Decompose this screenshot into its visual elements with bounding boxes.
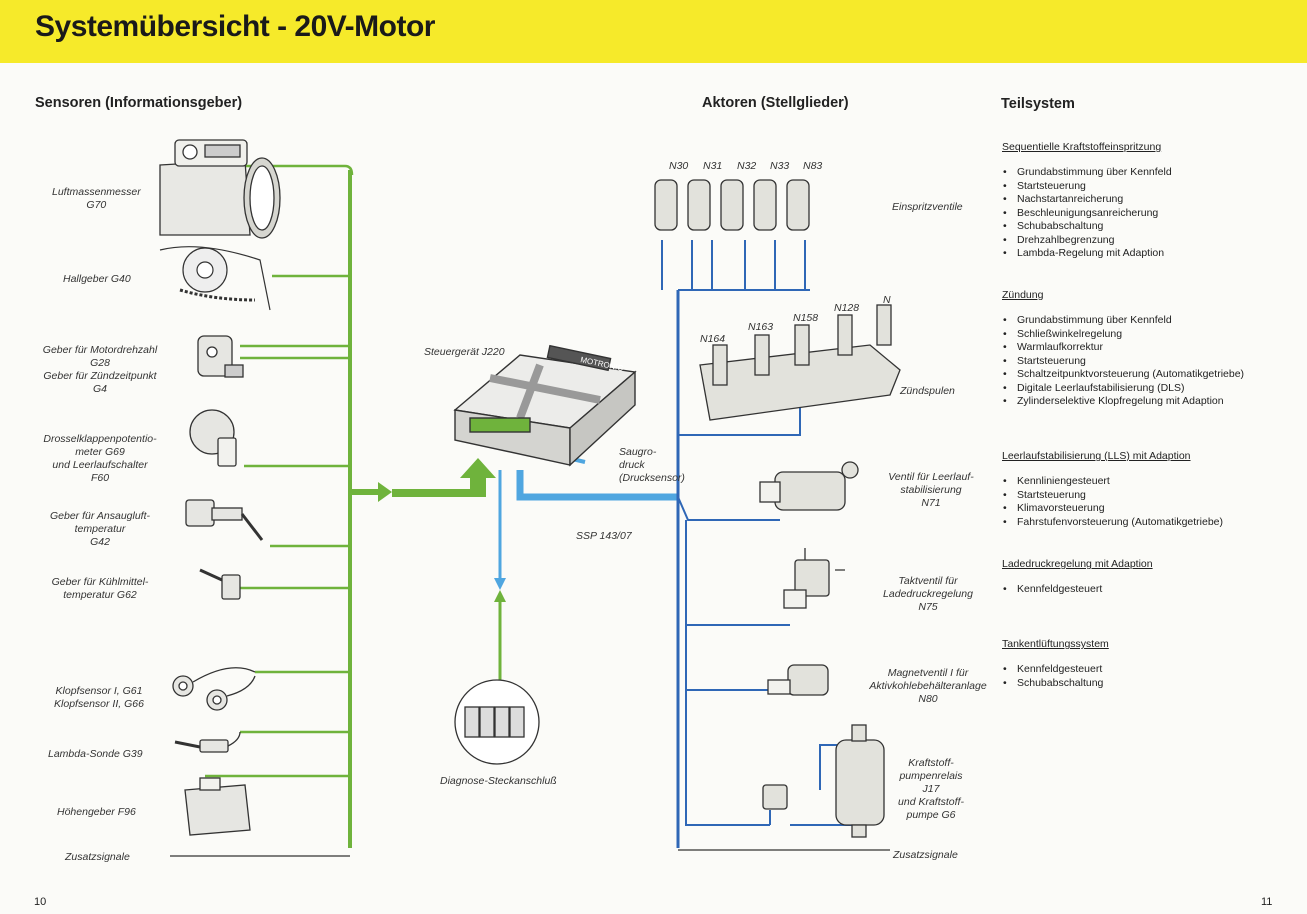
page-title: Systemübersicht - 20V-Motor [35,10,435,43]
label-n128: N128 [834,302,860,314]
label-n30: N30 [669,160,689,172]
list-item: Kennliniengesteuert [1002,475,1302,489]
list-item: Nachstartanreicherung [1002,193,1302,207]
intake-temp-sender-drawing [185,499,264,541]
idle-valve-drawing [759,461,859,511]
ecu-drawing [453,344,637,467]
list-item: Schubabschaltung [1002,220,1302,234]
label-hallgeber: Hallgeber G40 [63,273,131,285]
list-item: Drehzahlbegrenzung [1002,234,1302,248]
label-diagnose: Diagnose-Steckanschluß [440,775,557,787]
list-item: Klimavorsteuerung [1002,502,1302,516]
label-n33: N33 [770,160,790,172]
sensor-wires [205,164,354,848]
label-ssp: SSP 143/07 [576,530,632,542]
subsystem-tank-vent: Tankentlüftungssystem Kennfeldgesteuert … [1002,638,1302,690]
list-item: Warmlaufkorrektur [1002,341,1302,355]
label-zusatz-sensor: Zusatzsignale [65,851,130,863]
list-item: Kennfeldgesteuert [1002,583,1302,597]
subsystem-boost: Ladedruckregelung mit Adaption Kennfeldg… [1002,558,1302,597]
label-n: N [883,294,891,306]
sensor-trunk-arrow [352,458,496,502]
subsystem-heading-idle: Leerlaufstabilisierung (LLS) mit Adaptio… [1002,450,1191,462]
fuel-pump-drawing [762,724,885,838]
timing-valve-drawing [783,548,845,609]
list-item: Schließwinkelregelung [1002,328,1302,342]
label-steuergeraet: Steuergerät J220 [424,346,505,358]
title-banner [0,0,1307,63]
actuators-heading: Aktoren (Stellglieder) [702,95,849,111]
ignition-coils-drawing [699,304,901,421]
subsystem-heading-tank-vent: Tankentlüftungssystem [1002,638,1109,650]
label-n163: N163 [748,321,774,333]
list-item: Fahrstufenvorsteuerung (Automatikgetrieb… [1002,516,1302,530]
list-item: Schubabschaltung [1002,677,1302,691]
label-hoehengeber: Höhengeber F96 [57,806,136,818]
list-item: Kennfeldgesteuert [1002,663,1302,677]
list-item: Startsteuerung [1002,180,1302,194]
subsystem-injection: Sequentielle Kraftstoffeinspritzung Grun… [1002,141,1302,261]
diagnosis-wire [494,470,506,680]
label-n83: N83 [803,160,823,172]
list-item: Startsteuerung [1002,355,1302,369]
list-item: Grundabstimmung über Kennfeld [1002,166,1302,180]
diagnosis-connector-drawing [454,679,540,765]
subsystem-heading-boost: Ladedruckregelung mit Adaption [1002,558,1153,570]
throttle-pot-drawing [189,409,237,467]
label-n31: N31 [703,160,723,172]
solenoid-valve-drawing [767,664,829,696]
sensors-heading: Sensoren (Informationsgeber) [35,95,243,111]
label-zusatz-aktor: Zusatzsignale [893,849,958,861]
actuator-wires [516,240,890,851]
list-item: Zylinderselektive Klopfregelung mit Adap… [1002,395,1302,409]
air-mass-meter-drawing [159,139,281,239]
list-item: Schaltzeitpunktvorsteuerung (Automatikge… [1002,368,1302,382]
label-saugrohr: Saugro-druck(Drucksensor) [619,446,685,484]
page-number-right: 11 [1261,896,1273,908]
label-zuendspulen: Zündspulen [900,385,955,397]
list-item: Lambda-Regelung mit Adaption [1002,247,1302,261]
list-item: Beschleunigungsanreicherung [1002,207,1302,221]
list-item: Startsteuerung [1002,489,1302,503]
subsystem-idle: Leerlaufstabilisierung (LLS) mit Adaptio… [1002,450,1302,529]
label-lambda: Lambda-Sonde G39 [48,748,143,760]
lambda-probe-drawing [174,731,241,753]
knock-sensors-drawing [172,667,256,711]
label-n164: N164 [700,333,726,345]
label-n32: N32 [737,160,757,172]
subsystem-heading: Teilsystem [1001,96,1075,112]
coolant-temp-sender-drawing [199,568,241,600]
list-item: Grundabstimmung über Kennfeld [1002,314,1302,328]
list-item: Digitale Leerlaufstabilisierung (DLS) [1002,382,1302,396]
page-number-left: 10 [34,896,47,908]
hall-sender-drawing [159,246,271,311]
injectors-drawing [654,179,810,231]
subsystem-ignition: Zündung Grundabstimmung über Kennfeld Sc… [1002,289,1302,409]
label-n158: N158 [793,312,819,324]
label-kuehlmittel: Geber für Kühlmittel-temperatur G62 [51,576,149,601]
subsystem-heading-injection: Sequentielle Kraftstoffeinspritzung [1002,141,1162,153]
subsystem-heading-ignition: Zündung [1002,289,1044,301]
rpm-sender-drawing [197,335,244,378]
label-einspritzventile: Einspritzventile [892,201,963,213]
altitude-sender-drawing [184,777,251,836]
